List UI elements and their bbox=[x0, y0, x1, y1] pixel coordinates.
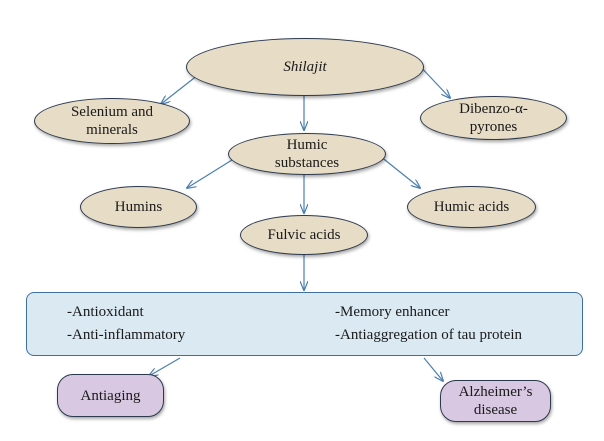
node-selenium-label: Selenium and minerals bbox=[70, 104, 154, 138]
node-fulvic-acids-label: Fulvic acids bbox=[267, 227, 341, 243]
node-humic-acids: Humic acids bbox=[407, 186, 536, 228]
node-dibenzo-pyrones: Dibenzo-α-pyrones bbox=[420, 96, 567, 140]
effect-memory-enhancer: -Memory enhancer bbox=[335, 304, 450, 320]
node-selenium-and-minerals: Selenium and minerals bbox=[34, 98, 190, 144]
outcome-alzheimers-disease: Alzheimer’s disease bbox=[440, 380, 551, 422]
node-humic-substances-label: Humic substances bbox=[274, 137, 340, 171]
arrow-effects-to-alzheimers bbox=[423, 357, 443, 381]
node-shilajit: Shilajit bbox=[186, 38, 424, 96]
effect-antioxidant: -Antioxidant bbox=[67, 304, 144, 320]
arrow-humic-to-humic-acids bbox=[379, 155, 420, 188]
node-humic-acids-label: Humic acids bbox=[433, 199, 510, 215]
outcome-alzheimers-label: Alzheimer’s disease bbox=[458, 384, 533, 418]
effect-antiaggregation-tau: -Antiaggregation of tau protein bbox=[335, 327, 523, 343]
node-dibenzo-label: Dibenzo-α-pyrones bbox=[459, 101, 528, 135]
node-humic-substances: Humic substances bbox=[228, 133, 386, 175]
effects-box: -Antioxidant -Anti-inflammatory -Memory … bbox=[26, 292, 583, 356]
effect-anti-inflammatory: -Anti-inflammatory bbox=[67, 327, 186, 343]
node-humins-label: Humins bbox=[114, 199, 163, 215]
node-shilajit-label: Shilajit bbox=[283, 59, 327, 75]
outcome-antiaging-label: Antiaging bbox=[80, 387, 141, 404]
outcome-antiaging: Antiaging bbox=[57, 374, 164, 417]
node-fulvic-acids: Fulvic acids bbox=[240, 215, 368, 255]
node-humins: Humins bbox=[80, 186, 197, 228]
arrow-effects-to-antiaging bbox=[149, 357, 181, 376]
arrow-shilajit-to-selenium bbox=[161, 74, 199, 104]
